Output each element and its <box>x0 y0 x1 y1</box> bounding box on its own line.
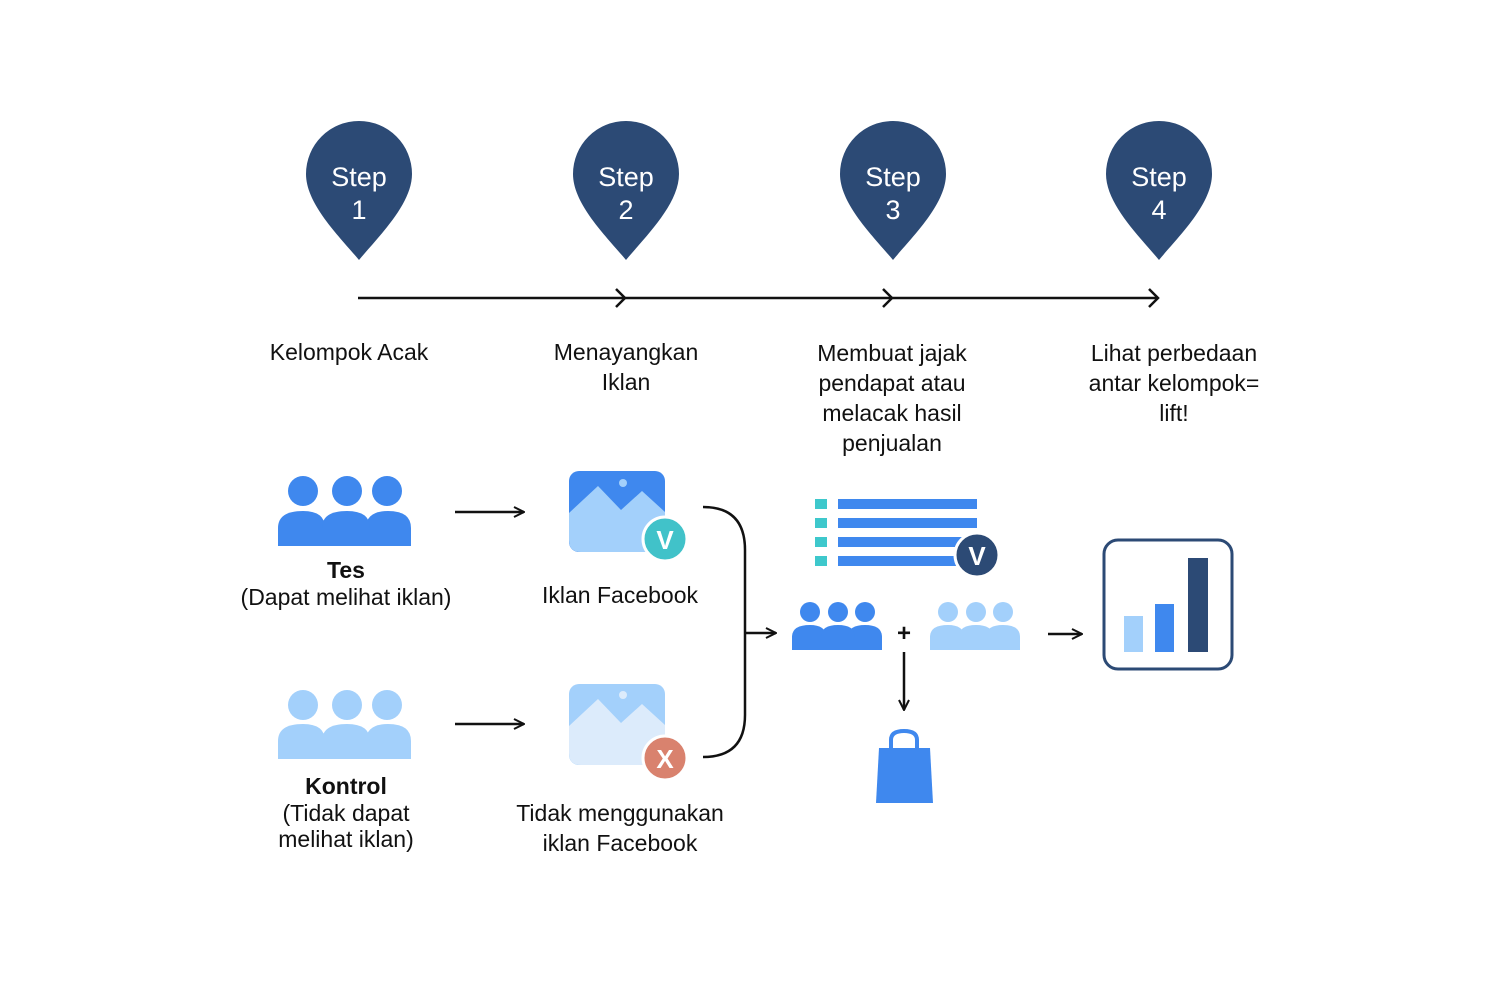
survey-list-icon <box>815 499 977 566</box>
step-4-description-line: antar kelompok= <box>1088 370 1260 396</box>
step-3-pin: Step 3 <box>840 121 946 260</box>
chevron-right-icon <box>615 288 627 308</box>
control-group-subtitle-line: (Tidak dapat <box>282 800 410 826</box>
step-2-number: 2 <box>618 195 633 225</box>
step-2-pin: Step 2 <box>573 121 679 260</box>
merge-bracket <box>702 505 747 759</box>
control-group-subtitle-line: melihat iklan) <box>278 826 414 852</box>
step-2-description: Menayangkan Iklan <box>496 337 756 397</box>
step-4-pin: Step 4 <box>1106 121 1212 260</box>
step-2-description-line: Menayangkan <box>553 339 699 365</box>
no-ad-label: Tidak menggunakan iklan Facebook <box>480 798 760 858</box>
step-4-description-line: Lihat perbedaan <box>1090 340 1258 366</box>
plus-sign: + <box>897 620 911 647</box>
shopping-bag-icon <box>876 728 933 803</box>
test-group-label: Tes (Dapat melihat iklan) <box>206 556 486 610</box>
test-group-title: Tes <box>327 557 365 583</box>
step-1-pin: Step 1 <box>306 121 412 260</box>
test-group-subtitle: (Dapat melihat iklan) <box>240 584 452 610</box>
step-4-word: Step <box>1131 162 1187 192</box>
control-group-label: Kontrol (Tidak dapat melihat iklan) <box>206 772 486 852</box>
step-1-description: Kelompok Acak <box>219 337 479 367</box>
step-3-description-line: penjualan <box>842 430 942 456</box>
step-3-word: Step <box>865 162 921 192</box>
step-4-description: Lihat perbedaan antar kelompok= lift! <box>1044 338 1304 428</box>
facebook-ad-image-icon <box>569 471 665 552</box>
ad-x-badge-label: X <box>656 744 674 774</box>
control-group-people-icon <box>278 690 411 759</box>
step-3-description: Membuat jajak pendapat atau melacak hasi… <box>762 338 1022 458</box>
bar-chart-icon <box>1102 538 1234 671</box>
x-badge-icon: X <box>641 734 689 782</box>
step-4-description-line: lift! <box>1159 400 1189 426</box>
survey-badge-label: V <box>968 541 986 571</box>
step-3-description-line: pendapat atau <box>818 370 966 396</box>
test-group-small-icon <box>792 602 882 650</box>
no-ad-label-line: Tidak menggunakan <box>516 800 724 826</box>
step-2-description-line: Iklan <box>601 369 651 395</box>
step-1-word: Step <box>331 162 387 192</box>
step-3-description-line: Membuat jajak <box>817 340 967 366</box>
step-3-description-line: melacak hasil <box>822 400 962 426</box>
no-ad-image-icon <box>569 684 665 765</box>
no-ad-label-line: iklan Facebook <box>542 830 698 856</box>
survey-check-badge-icon: V <box>953 531 1001 579</box>
control-group-small-icon <box>930 602 1020 650</box>
step-4-number: 4 <box>1151 195 1166 225</box>
control-group-title: Kontrol <box>305 773 387 799</box>
timeline-arrow <box>358 288 1160 308</box>
step-3-number: 3 <box>885 195 900 225</box>
ad-check-badge-label: V <box>656 525 674 555</box>
step-1-number: 1 <box>351 195 366 225</box>
check-badge-icon: V <box>641 515 689 563</box>
test-group-people-icon <box>278 476 411 546</box>
chevron-right-icon <box>1148 288 1160 308</box>
chevron-right-icon <box>882 288 894 308</box>
step-1-description-line: Kelompok Acak <box>269 339 429 365</box>
step-2-word: Step <box>598 162 654 192</box>
facebook-ad-label: Iklan Facebook <box>542 582 698 608</box>
